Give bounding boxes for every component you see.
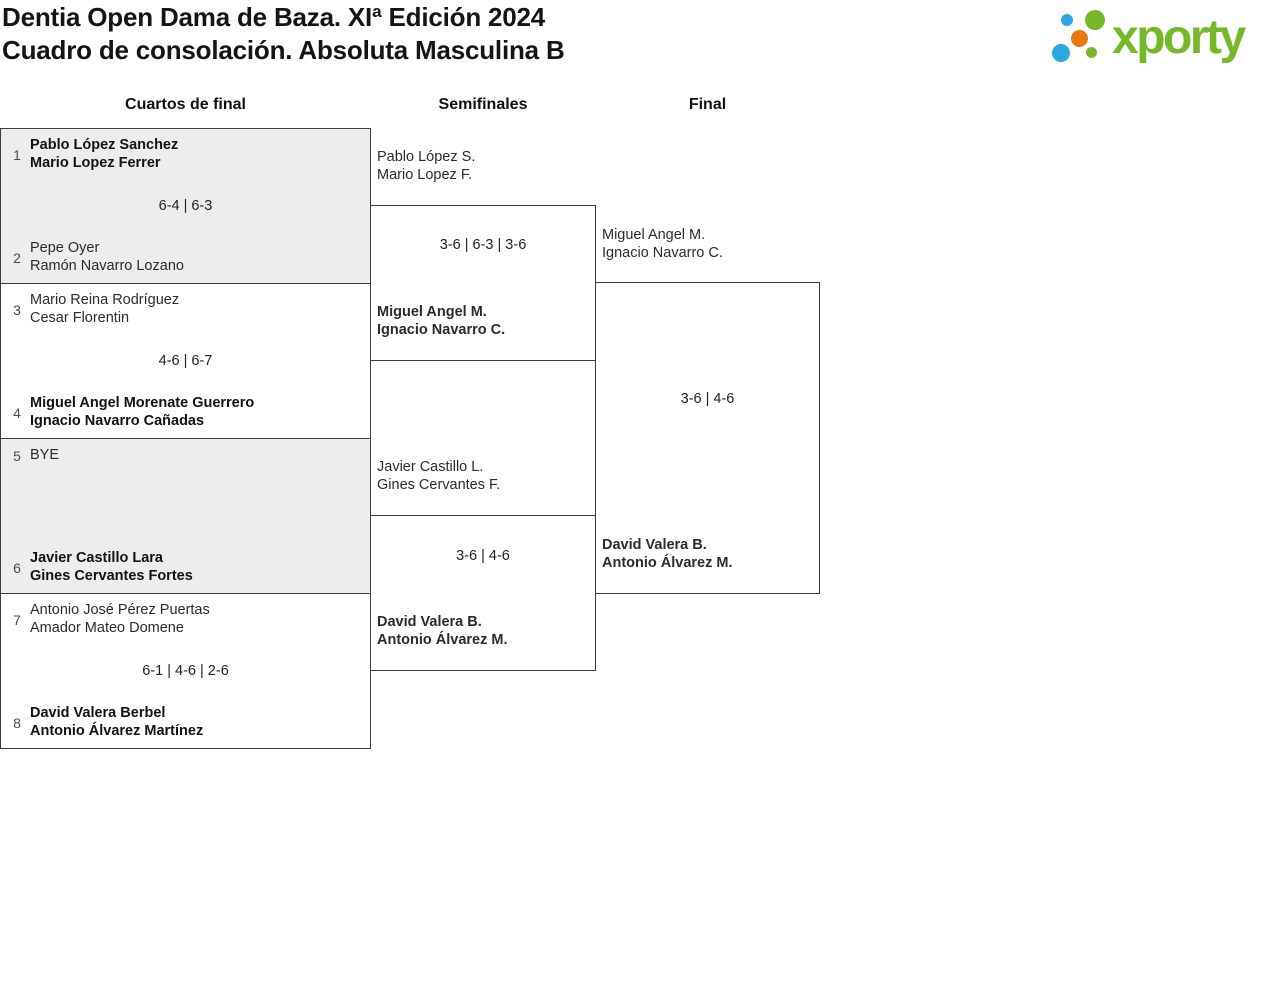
team-name-line: Miguel Angel M. <box>602 227 706 243</box>
logo-dot-icon <box>1061 14 1073 26</box>
seed-number: 6 <box>13 559 21 576</box>
semifinal2-top-team: Javier Castillo L. Gines Cervantes F. <box>377 459 500 494</box>
logo-dot-icon <box>1085 10 1105 30</box>
team-name-line: Gines Cervantes Fortes <box>30 567 193 584</box>
quarterfinal-match-1[interactable]: 1 Pablo López Sanchez Mario Lopez Ferrer… <box>0 128 371 284</box>
match-score: 4-6 | 6-7 <box>158 352 213 369</box>
team-name-line: BYE <box>30 447 60 463</box>
team-names: Javier Castillo Lara Gines Cervantes For… <box>30 550 193 585</box>
final-match[interactable] <box>595 282 820 594</box>
team-name-line: David Valera B. <box>602 537 707 553</box>
team-name-line: Mario Reina Rodríguez <box>30 292 180 308</box>
logo-dot-icon <box>1086 47 1097 58</box>
match-score <box>9 499 362 516</box>
team-name-line: Ignacio Navarro Cañadas <box>30 412 205 429</box>
quarterfinal-match-4[interactable]: 7 Antonio José Pérez Puertas Amador Mate… <box>0 593 371 749</box>
team-name-line: Antonio Álvarez M. <box>602 554 733 571</box>
team-names: Mario Reina Rodríguez Cesar Florentin <box>30 292 179 327</box>
team-names: David Valera Berbel Antonio Álvarez Mart… <box>30 705 203 740</box>
team-name-line: Ignacio Navarro C. <box>377 321 506 338</box>
team-names: Pablo López Sanchez Mario Lopez Ferrer <box>30 137 178 172</box>
logo-dot-icon <box>1071 30 1088 47</box>
team-row: 4 Miguel Angel Morenate Guerrero Ignacio… <box>9 395 362 430</box>
seed-number: 2 <box>13 249 21 266</box>
seed-number: 3 <box>13 301 21 318</box>
team-row: 7 Antonio José Pérez Puertas Amador Mate… <box>9 602 362 637</box>
semifinal1-score: 3-6 | 6-3 | 3-6 <box>439 237 527 253</box>
team-row: 2 Pepe Oyer Ramón Navarro Lozano <box>9 240 362 275</box>
team-row: 5 BYE <box>9 447 362 465</box>
page-title: Dentia Open Dama de Baza. XIª Edición 20… <box>2 1 565 67</box>
round-header-quarterfinals: Cuartos de final <box>125 96 246 113</box>
logo-dot-icon <box>1052 44 1070 62</box>
team-name-line: Javier Castillo L. <box>377 459 484 475</box>
team-name-line: Antonio José Pérez Puertas <box>30 602 210 618</box>
team-name-line: Mario Lopez Ferrer <box>30 154 161 171</box>
semifinal1-top-team: Pablo López S. Mario Lopez F. <box>377 149 475 184</box>
seed-number: 4 <box>13 404 21 421</box>
team-name-line: Pablo López Sanchez <box>30 137 179 153</box>
seed-number: 7 <box>13 611 21 628</box>
semifinal2-score: 3-6 | 4-6 <box>456 548 510 564</box>
team-name-line: David Valera B. <box>377 614 482 630</box>
team-row: 8 David Valera Berbel Antonio Álvarez Ma… <box>9 705 362 740</box>
team-name-line: David Valera Berbel <box>30 705 166 721</box>
team-name-line: Antonio Álvarez M. <box>377 631 508 648</box>
team-name-line: Miguel Angel M. <box>377 304 487 320</box>
quarterfinal-match-3[interactable]: 5 BYE 6 Javier Castillo Lara Gines Cerva… <box>0 438 371 594</box>
team-name-line: Cesar Florentin <box>30 309 130 326</box>
round-header-final: Final <box>688 96 727 113</box>
team-name-line: Antonio Álvarez Martínez <box>30 722 204 739</box>
semifinal1-bottom-team: Miguel Angel M. Ignacio Navarro C. <box>377 304 505 339</box>
final-score: 3-6 | 4-6 <box>680 391 735 407</box>
final-bottom-team: David Valera B. Antonio Álvarez M. <box>602 537 733 572</box>
team-name-line: Ramón Navarro Lozano <box>30 257 184 274</box>
semifinal2-bottom-team: David Valera B. Antonio Álvarez M. <box>377 614 508 649</box>
team-row: 3 Mario Reina Rodríguez Cesar Florentin <box>9 292 362 327</box>
round-header-semifinals: Semifinales <box>438 96 528 113</box>
team-names: Pepe Oyer Ramón Navarro Lozano <box>30 240 184 275</box>
logo-wordmark: xporty <box>1112 11 1246 64</box>
team-names: Antonio José Pérez Puertas Amador Mateo … <box>30 602 210 637</box>
seed-number: 1 <box>13 146 21 163</box>
team-names: Miguel Angel Morenate Guerrero Ignacio N… <box>30 395 254 430</box>
team-row: 6 Javier Castillo Lara Gines Cervantes F… <box>9 550 362 585</box>
team-name-line: Miguel Angel Morenate Guerrero <box>30 395 255 411</box>
final-top-team: Miguel Angel M. Ignacio Navarro C. <box>602 227 723 262</box>
seed-number: 5 <box>13 447 21 464</box>
team-name-line: Javier Castillo Lara <box>30 550 163 566</box>
title-line-draw: Cuadro de consolación. Absoluta Masculin… <box>2 35 565 65</box>
team-name-line: Mario Lopez F. <box>377 166 473 183</box>
team-names: BYE <box>30 447 59 465</box>
team-name-line: Ignacio Navarro C. <box>602 244 723 261</box>
team-name-line: Pablo López S. <box>377 149 476 165</box>
xporty-logo: xporty <box>1050 5 1280 77</box>
team-name-line: Pepe Oyer <box>30 240 100 256</box>
match-score: 6-1 | 4-6 | 2-6 <box>142 662 229 679</box>
seed-number: 8 <box>13 714 21 731</box>
team-name-line: Gines Cervantes F. <box>377 476 501 493</box>
match-score: 6-4 | 6-3 <box>158 197 213 214</box>
team-row: 1 Pablo López Sanchez Mario Lopez Ferrer <box>9 137 362 172</box>
title-line-tournament: Dentia Open Dama de Baza. XIª Edición 20… <box>2 2 546 32</box>
team-name-line: Amador Mateo Domene <box>30 619 184 636</box>
quarterfinal-match-2[interactable]: 3 Mario Reina Rodríguez Cesar Florentin … <box>0 283 371 439</box>
